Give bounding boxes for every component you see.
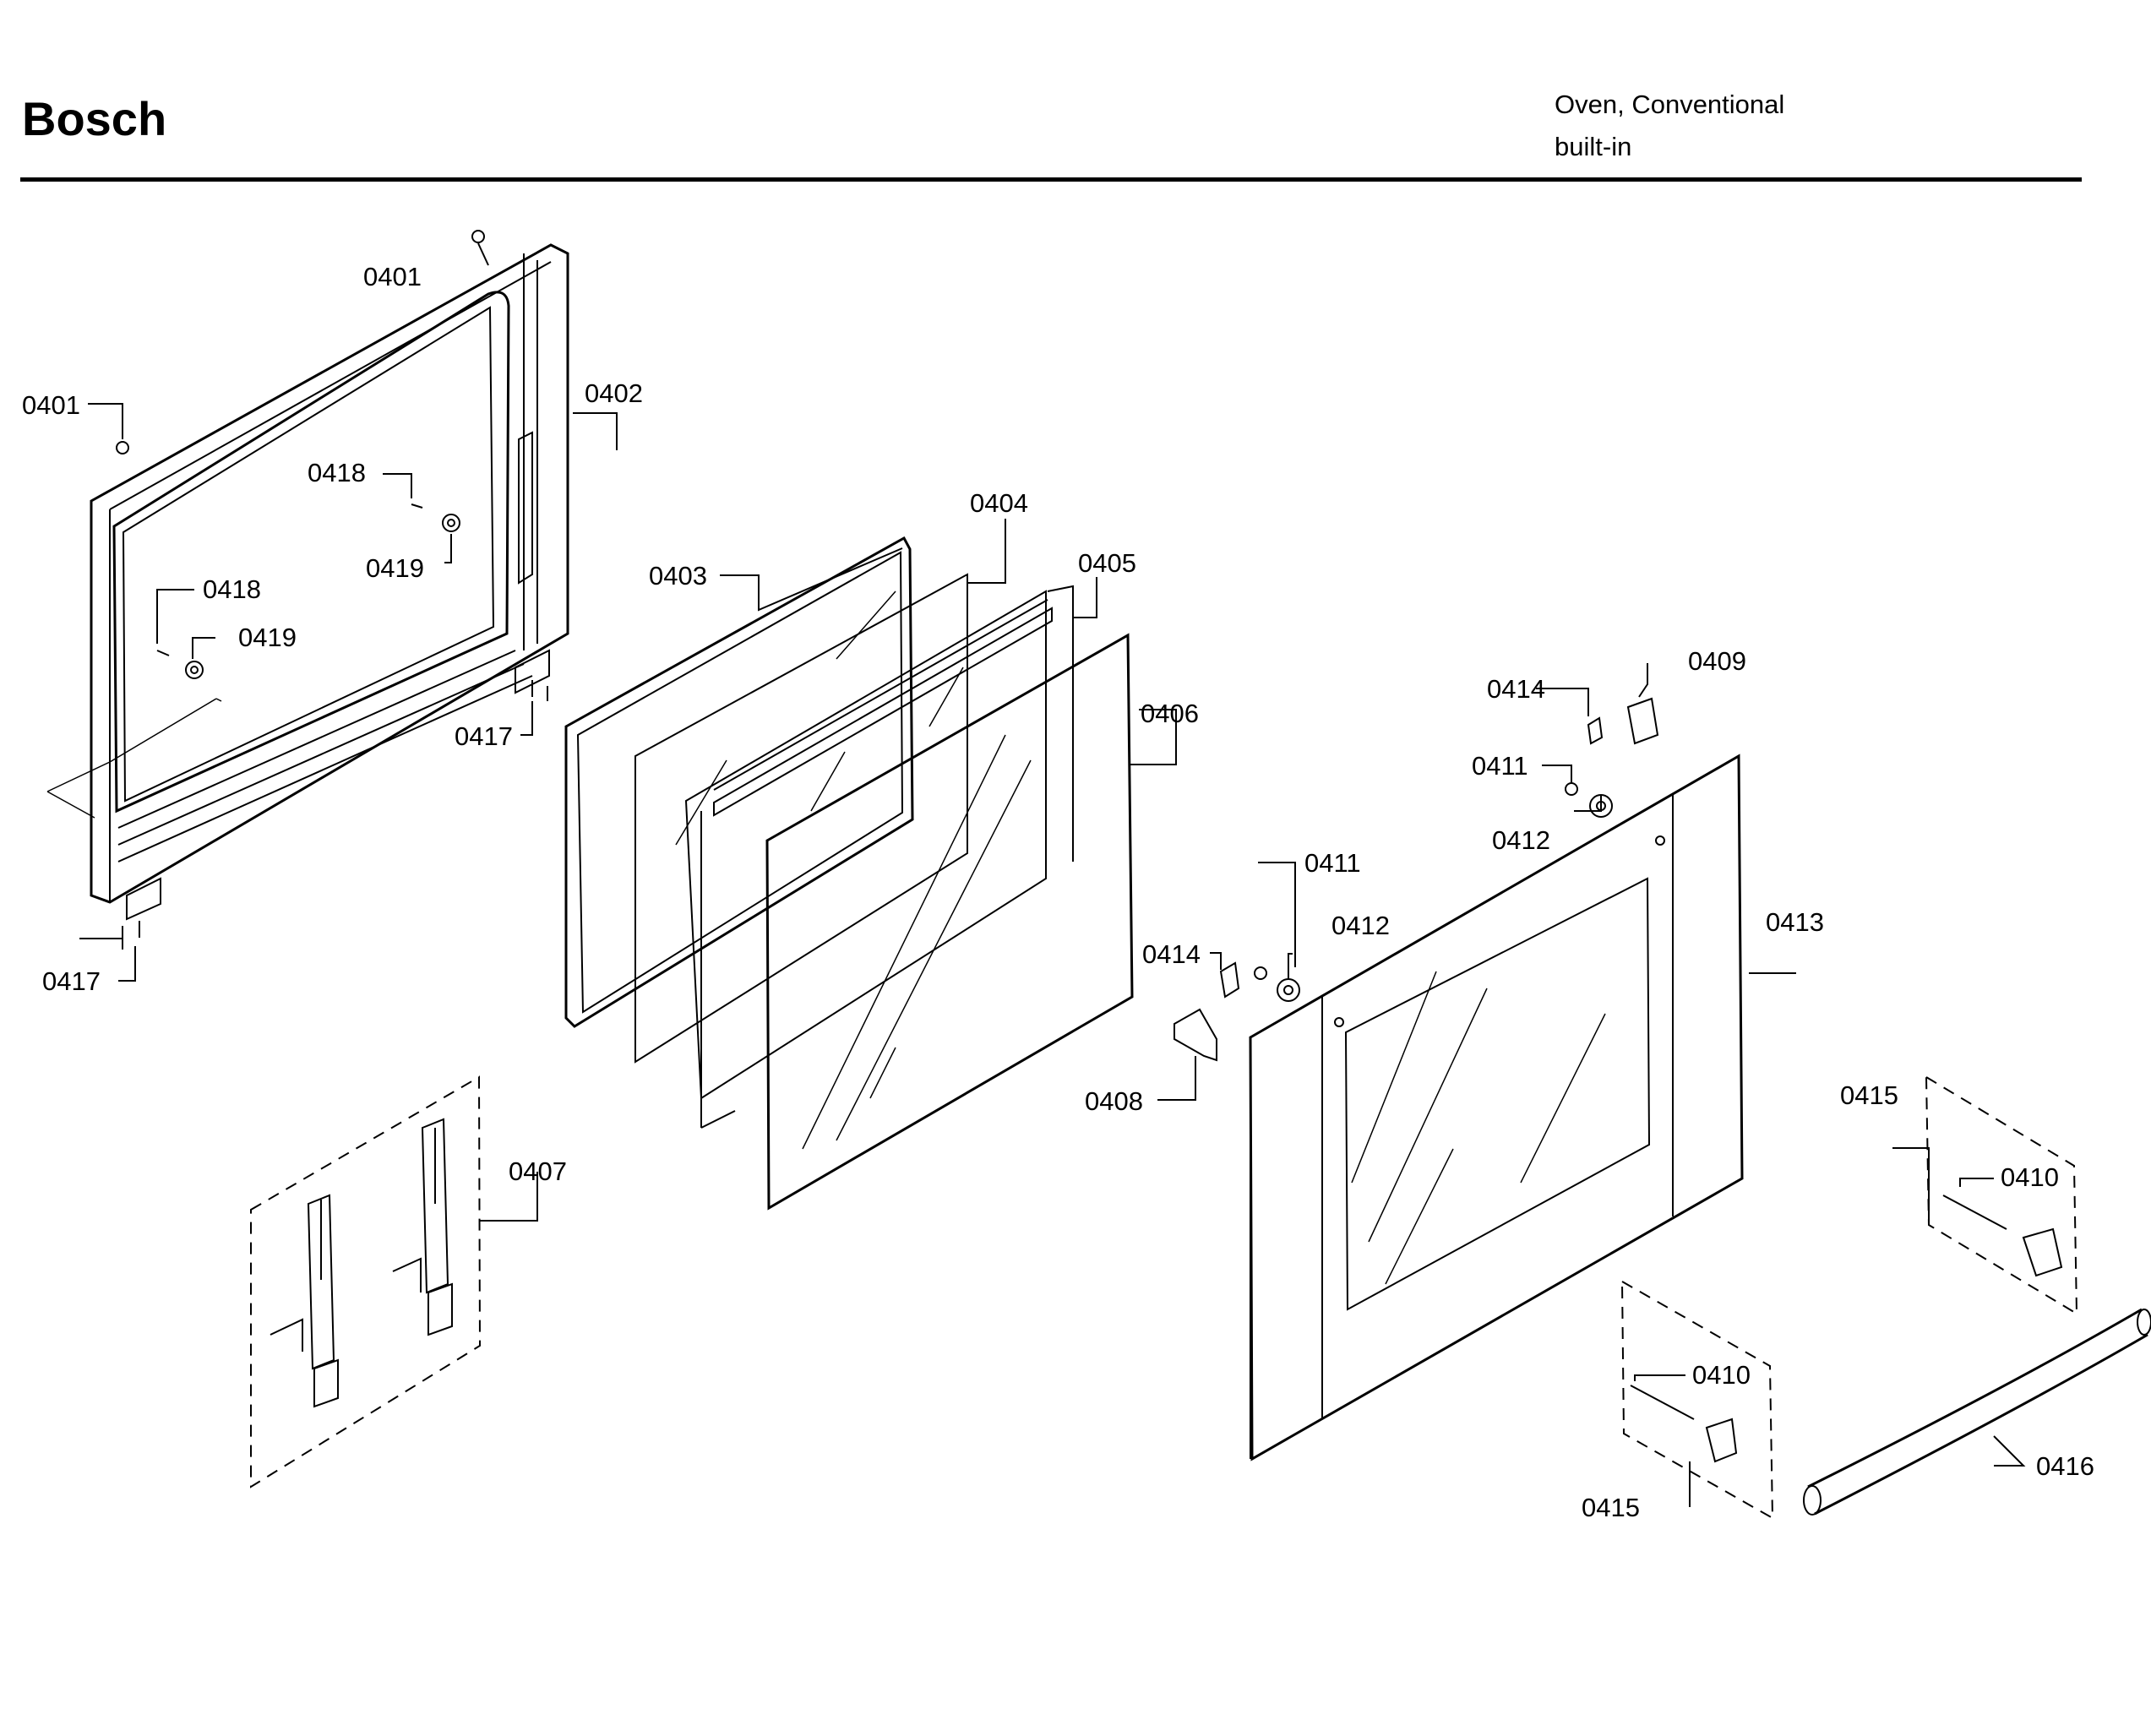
glass-panel-1-drawing [634,573,968,1064]
handle-bar-drawing [1803,1308,2151,1516]
part-labels: 0401 0401 0402 0418 0419 0418 0419 0417 … [22,262,2094,1522]
front-door-panel-drawing [1249,754,1744,1461]
outer-glass-drawing [765,633,1134,1211]
label-0410-right: 0410 [2001,1162,2059,1192]
label-0402: 0402 [585,378,643,408]
label-0409: 0409 [1688,646,1746,676]
label-0406: 0406 [1141,699,1199,728]
brand-title: Bosch [22,92,167,145]
label-0403: 0403 [649,561,707,590]
label-0408: 0408 [1085,1086,1143,1116]
header-rule [20,177,2082,182]
product-subtype: built-in [1555,132,1632,161]
gasket-frame-drawing [564,536,914,1028]
label-0418-lower: 0418 [203,574,261,604]
door-hardware-drawing [1174,697,1659,1062]
label-0411-lower: 0411 [1304,848,1361,878]
label-0416: 0416 [2036,1451,2094,1481]
label-0411-upper: 0411 [1472,751,1528,781]
label-0419-upper: 0419 [366,553,424,583]
product-type: Oven, Conventional [1555,90,1785,119]
label-0401-left: 0401 [22,390,80,420]
label-0415-right: 0415 [1840,1080,1898,1110]
label-0419-lower: 0419 [238,623,297,652]
inner-door-frame-drawing [46,230,569,943]
label-0405: 0405 [1078,548,1136,578]
label-0412-lower: 0412 [1331,911,1390,940]
label-0417-left: 0417 [42,966,101,996]
label-0415-left: 0415 [1582,1493,1640,1522]
handle-mount-drawing [1620,1075,2078,1520]
label-0412-upper: 0412 [1492,825,1550,855]
label-0401-top: 0401 [363,262,422,291]
label-0414-lower: 0414 [1142,939,1201,969]
hinge-set-drawing [250,1075,482,1488]
glass-panel-2-drawing [684,585,1074,1129]
label-0418-upper: 0418 [308,458,366,487]
label-0413: 0413 [1766,907,1824,937]
label-0414-upper: 0414 [1487,674,1545,704]
leader-lines [79,242,2026,1507]
label-0404: 0404 [970,488,1028,518]
label-0407: 0407 [509,1156,567,1186]
label-0417-right: 0417 [455,721,513,751]
label-0410-left: 0410 [1692,1360,1751,1390]
